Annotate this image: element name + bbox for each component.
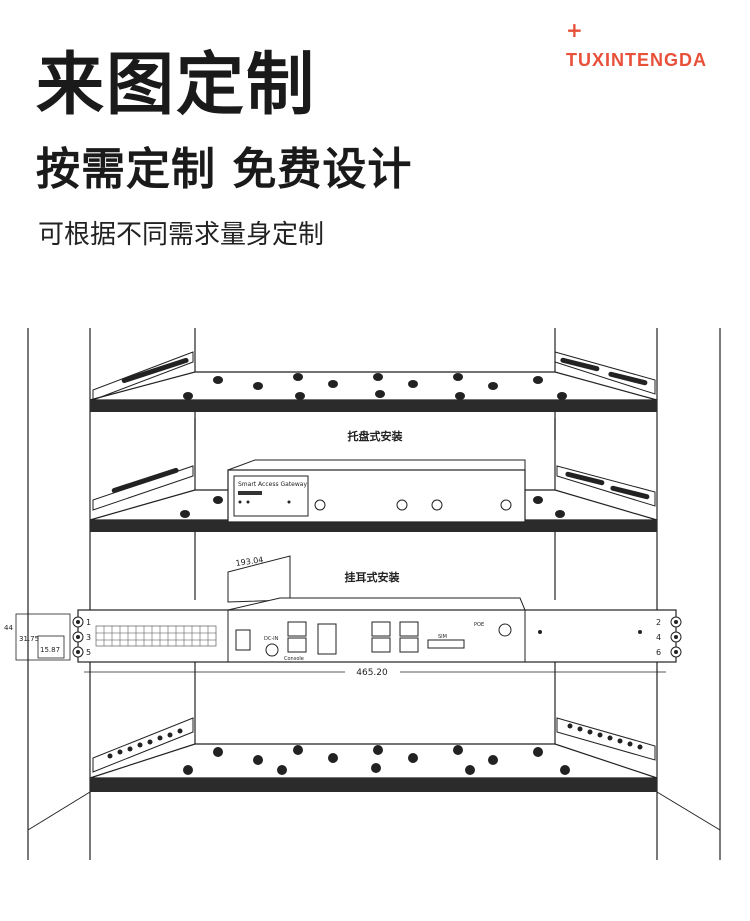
ear-number-right-4: 4 (656, 633, 661, 642)
tray-device: Smart Access Gateway (227, 459, 526, 523)
page-subtitle: 按需定制 免费设计 (36, 144, 413, 195)
ear-number-left-5: 5 (86, 648, 91, 657)
device-name: Smart Access Gateway (238, 481, 307, 488)
ear-number-left-3: 3 (86, 633, 91, 642)
rack-illustration: 托盘式安装 Smart Access Gateway 挂耳式安装 193.04 (4, 328, 721, 860)
sim-label: SIM (438, 634, 447, 640)
page-description: 可根据不同需求量身定制 (38, 220, 325, 250)
ear-mount-label: 挂耳式安装 (345, 570, 400, 584)
ear-number-right-6: 6 (656, 648, 661, 657)
ear-mount-assembly: 挂耳式安装 193.04 1 3 5 2 4 6 (4, 532, 682, 678)
dimension-width: 465.20 (356, 668, 388, 678)
console-label: Console (284, 656, 304, 662)
dc-in-label: DC-IN (264, 636, 279, 642)
brand-plus-icon: + (566, 18, 583, 42)
top-shelf (89, 351, 658, 412)
depth-dimension: 193.04 (235, 555, 264, 568)
page-title: 来图定制 (36, 46, 317, 125)
dimension-hole-span: 31.75 (19, 635, 39, 643)
poe-label: POE (474, 622, 484, 628)
ear-number-right-2: 2 (656, 618, 661, 627)
tray-shelf: 托盘式安装 Smart Access Gateway (89, 418, 658, 532)
bottom-shelf (27, 662, 721, 831)
brand-name: TUXINTENGDA (566, 50, 707, 70)
tray-mount-label: 托盘式安装 (348, 429, 403, 443)
dimension-height-total: 44 (4, 624, 13, 632)
ear-number-left-1: 1 (86, 618, 91, 627)
dimension-hole-half: 15.87 (40, 646, 60, 654)
